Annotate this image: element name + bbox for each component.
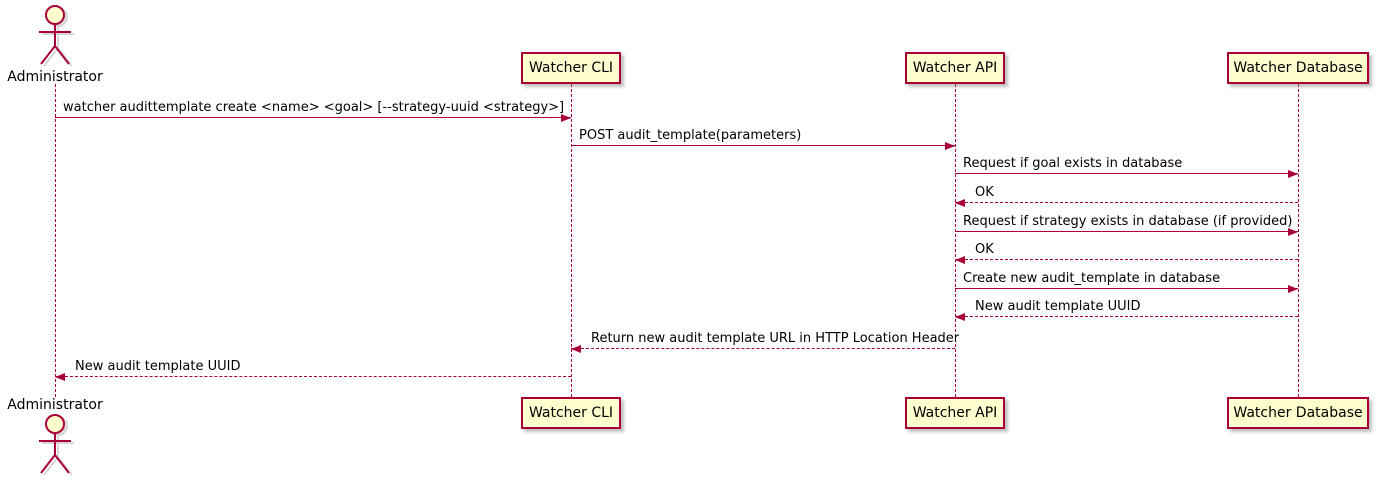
- message-line: [55, 117, 571, 118]
- message-line: [955, 231, 1298, 232]
- message-label: watcher audittemplate create <name> <goa…: [63, 100, 565, 115]
- arrowhead-left-icon: [955, 199, 965, 207]
- message-label: OK: [975, 185, 994, 200]
- arrowhead-right-icon: [1288, 285, 1298, 293]
- participant-watcher-cli-bottom: Watcher CLI: [521, 397, 621, 429]
- arrowhead-left-icon: [955, 256, 965, 264]
- actor-label-top: Administrator: [7, 69, 103, 85]
- participant-watcher-database-bottom: Watcher Database: [1227, 397, 1369, 429]
- participant-watcher-api-bottom: Watcher API: [905, 397, 1005, 429]
- arrowhead-right-icon: [561, 114, 571, 122]
- message-4: OK: [955, 181, 1298, 207]
- arrowhead-left-icon: [955, 313, 965, 321]
- message-line: [955, 288, 1298, 289]
- arrowhead-left-icon: [55, 373, 65, 381]
- message-7: Create new audit_template in database: [955, 267, 1298, 293]
- participant-watcher-api-top: Watcher API: [905, 52, 1005, 84]
- actor-icon: [39, 5, 74, 67]
- message-label: Request if strategy exists in database (…: [963, 214, 1293, 229]
- message-line: [955, 316, 1298, 317]
- message-label: New audit template UUID: [975, 299, 1141, 314]
- message-line: [955, 173, 1298, 174]
- message-label: Create new audit_template in database: [963, 271, 1221, 286]
- message-label: POST audit_template(parameters): [579, 128, 802, 143]
- message-line: [55, 376, 571, 377]
- arrowhead-right-icon: [1288, 228, 1298, 236]
- arrowhead-left-icon: [571, 345, 581, 353]
- lifeline-watcher-database: [1298, 84, 1299, 397]
- message-8: New audit template UUID: [955, 295, 1298, 321]
- message-3: Request if goal exists in database: [955, 152, 1298, 178]
- message-label: OK: [975, 242, 994, 257]
- actor-icon: [39, 414, 74, 476]
- message-6: OK: [955, 238, 1298, 264]
- message-label: Request if goal exists in database: [963, 156, 1183, 171]
- arrowhead-right-icon: [1288, 170, 1298, 178]
- message-line: [571, 348, 955, 349]
- message-1: watcher audittemplate create <name> <goa…: [55, 96, 571, 122]
- message-9: Return new audit template URL in HTTP Lo…: [571, 327, 959, 353]
- lifeline-watcher-api: [955, 84, 956, 397]
- message-10: New audit template UUID: [55, 355, 571, 381]
- lifeline-watcher-cli: [571, 84, 572, 397]
- message-5: Request if strategy exists in database (…: [955, 210, 1298, 236]
- message-line: [571, 145, 955, 146]
- participant-watcher-database-top: Watcher Database: [1227, 52, 1369, 84]
- message-line: [955, 202, 1298, 203]
- message-label: New audit template UUID: [75, 359, 241, 374]
- participant-watcher-cli-top: Watcher CLI: [521, 52, 621, 84]
- lifeline-administrator: [55, 84, 56, 397]
- message-2: POST audit_template(parameters): [571, 124, 955, 150]
- message-label: Return new audit template URL in HTTP Lo…: [591, 331, 960, 346]
- actor-label-bottom: Administrator: [7, 397, 103, 413]
- arrowhead-right-icon: [945, 142, 955, 150]
- message-line: [955, 259, 1298, 260]
